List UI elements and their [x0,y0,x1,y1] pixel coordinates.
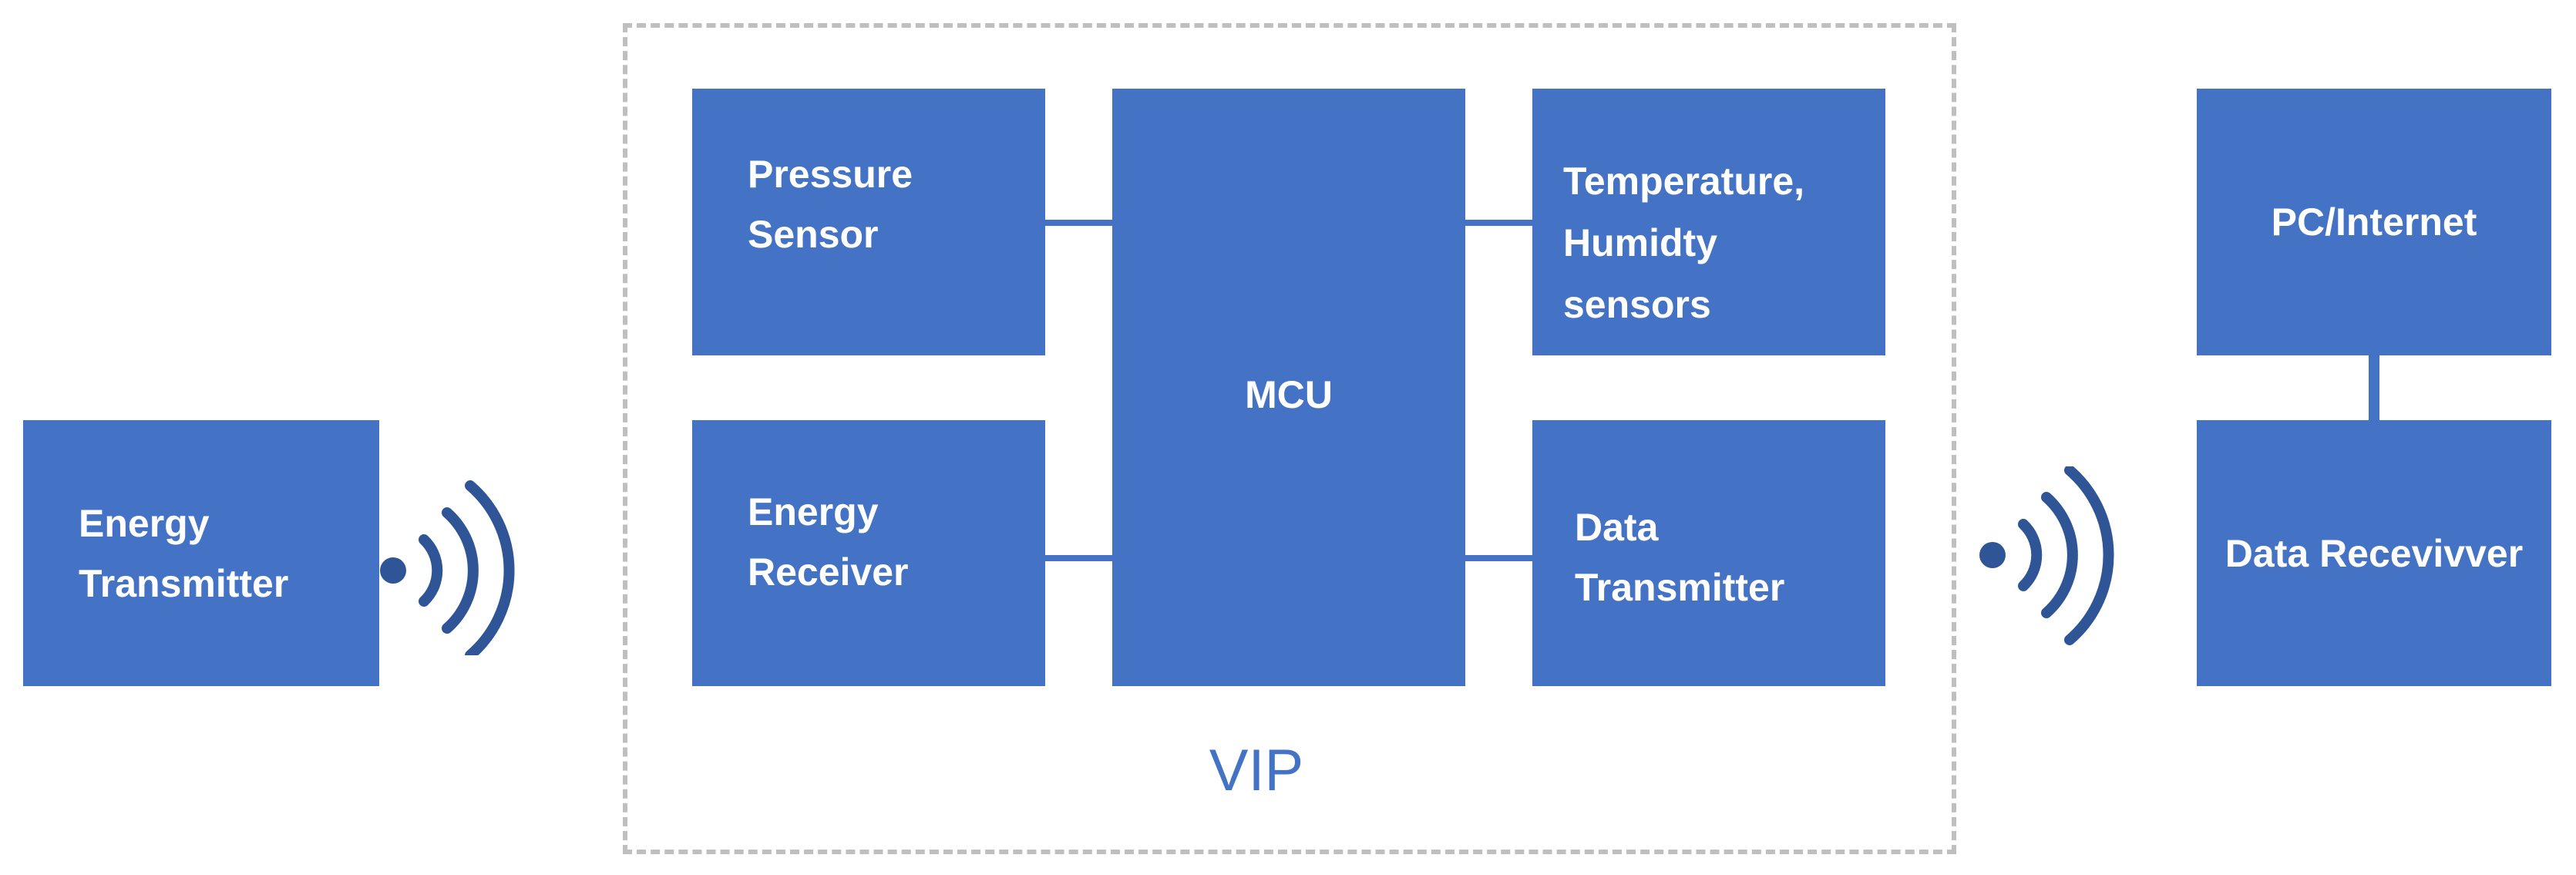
signal-arc-2 [442,507,479,634]
signal-dot [380,557,406,584]
temperature-humidity-sensors-block: Temperature, Humidty sensors [1532,89,1885,355]
energy-transmitter-label: Energy Transmitter [79,501,289,605]
vip-boundary [623,23,1956,854]
data-transmitter-block: Data Transmitter [1532,420,1885,686]
mcu-block: MCU [1112,89,1465,686]
mcu-label: MCU [1245,373,1333,416]
connector-pc-data-receiver [2369,355,2379,420]
connector-pressure-mcu [1045,220,1112,226]
data-receiver-label: Data Recevivver [2225,531,2524,575]
data-transmitter-label: Data Transmitter [1575,506,1785,609]
vip-label: VIP [1209,738,1304,803]
pc-internet-block: PC/Internet [2197,89,2551,355]
wireless-signal-icon-left [380,480,515,655]
signal-arc-3 [465,480,515,655]
signal-arc-2 [2041,492,2078,618]
energy-transmitter-block: Energy Transmitter [23,420,379,686]
energy-receiver-label: Energy Receiver [748,490,909,594]
signal-arc-1 [419,534,443,607]
temperature-humidity-sensors-label: Temperature, Humidty sensors [1563,160,1805,326]
energy-receiver-block: Energy Receiver [692,420,1045,686]
pressure-sensor-label: Pressure Sensor [748,153,913,256]
pc-internet-label: PC/Internet [2271,200,2477,244]
pressure-sensor-block: Pressure Sensor [692,89,1045,355]
connector-energy-receiver-mcu [1045,555,1112,561]
data-receiver-block: Data Recevivver [2197,420,2551,686]
connector-mcu-data-transmitter [1465,555,1532,561]
signal-arc-1 [2018,519,2043,591]
signal-arc-3 [2064,466,2114,645]
wireless-signal-icon-right [1979,466,2114,645]
signal-dot [1979,542,2006,568]
connector-mcu-temperature [1465,220,1532,226]
